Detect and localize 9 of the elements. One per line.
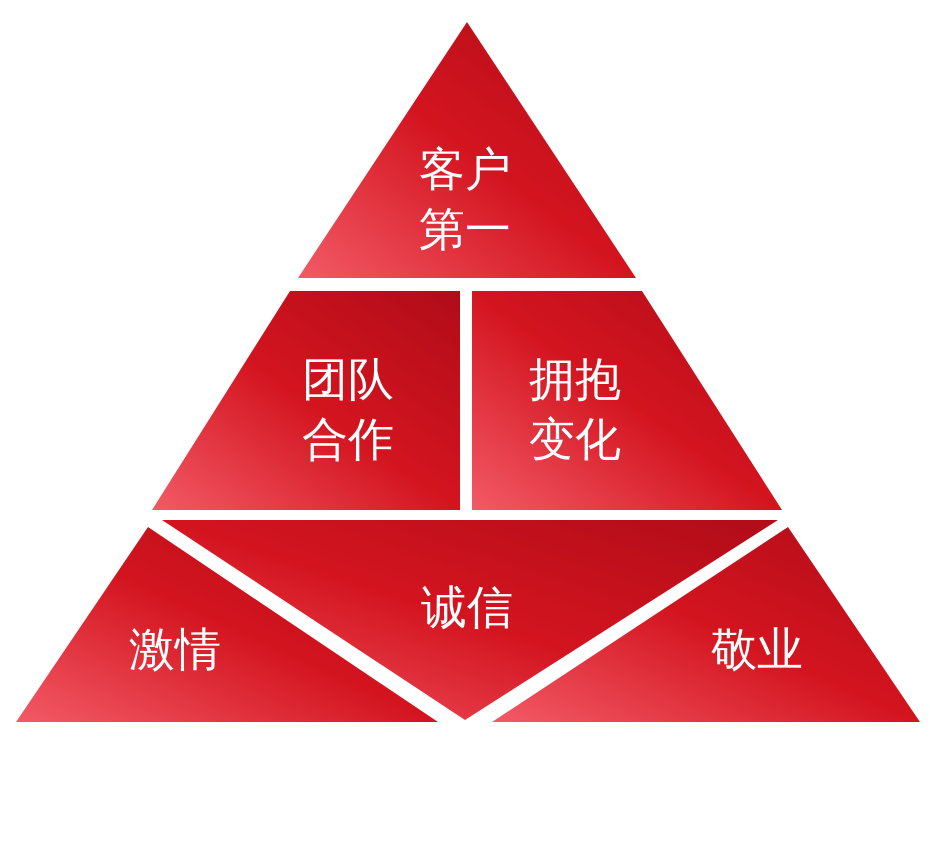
pyramid-segment [152,291,460,510]
segment-label: 诚信 [421,579,513,636]
segment-label: 激情 [129,621,221,678]
pyramid-segment [298,22,636,278]
segment-label: 团队合作 [301,351,395,468]
segment-label: 客户第一 [418,141,512,258]
pyramid-segment [472,291,782,510]
segment-label: 敬业 [711,621,803,678]
segment-label: 拥抱变化 [528,351,622,468]
